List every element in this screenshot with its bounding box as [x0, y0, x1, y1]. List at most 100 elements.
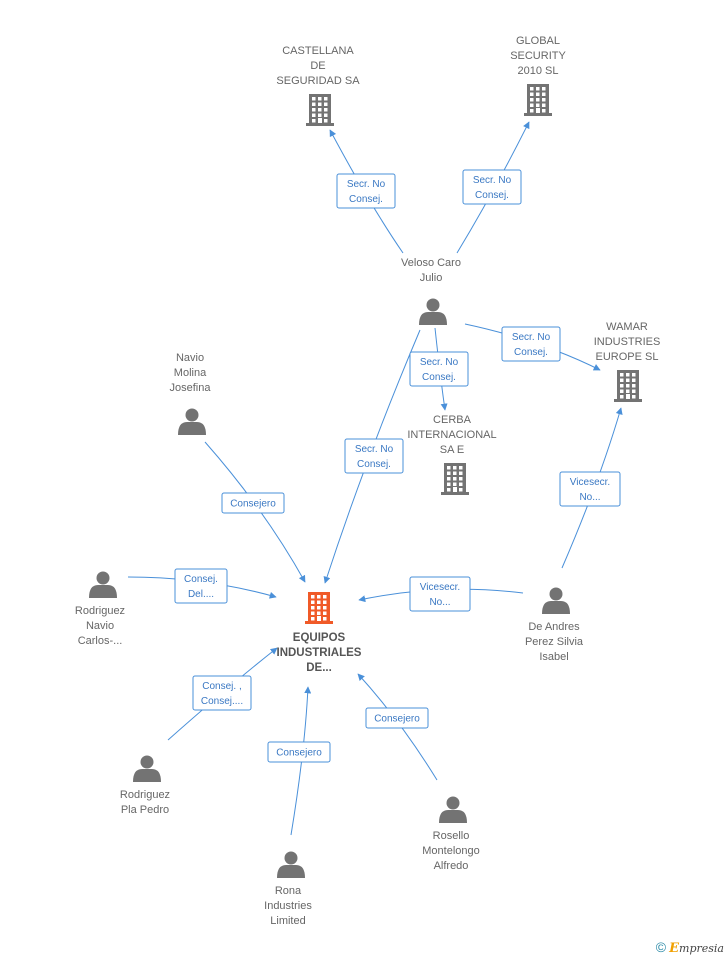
person-icon[interactable]	[419, 298, 447, 326]
person-icon[interactable]	[133, 755, 161, 783]
role-label-text: Consej. ,	[202, 681, 241, 692]
node-label: Veloso Caro	[401, 257, 461, 269]
node-label: Rodriguez	[120, 789, 170, 801]
person-icon[interactable]	[89, 571, 117, 599]
role-label-veloso-to-wamar[interactable]: Secr. No Consej.	[501, 326, 561, 362]
role-label-veloso-to-castellana[interactable]: Secr. No Consej.	[336, 173, 396, 209]
brand-logo: Empresia	[669, 941, 724, 956]
node-label: Rona	[275, 885, 302, 897]
node-cerba[interactable]: CERBA INTERNACIONAL SA E	[407, 414, 497, 495]
node-label: DE	[310, 60, 325, 72]
node-label: CASTELLANA	[282, 45, 354, 57]
role-label-text: No...	[429, 597, 450, 608]
role-label-rona-to-equipos[interactable]: Consejero	[267, 741, 331, 763]
role-label-veloso-to-global[interactable]: Secr. No Consej.	[462, 169, 522, 205]
node-label: GLOBAL	[516, 35, 560, 47]
role-label-deandres-to-equipos[interactable]: Vicesecr.No...	[409, 576, 471, 612]
role-label-box	[344, 438, 404, 474]
node-label: DE...	[306, 662, 332, 674]
node-label: EQUIPOS	[293, 632, 346, 644]
node-label: EUROPE SL	[596, 351, 659, 363]
role-label-navio-to-equipos[interactable]: Consejero	[221, 492, 285, 514]
role-label-veloso-to-equipos[interactable]: Secr. No Consej.	[344, 438, 404, 474]
role-label-deandres-to-wamar[interactable]: Vicesecr. No...	[559, 471, 621, 507]
node-label: Julio	[420, 272, 443, 284]
node-label: Industries	[264, 900, 312, 912]
node-label: Carlos-...	[78, 635, 123, 647]
role-label-text: Consejero	[374, 714, 420, 725]
role-label-box	[462, 169, 522, 205]
node-label: INDUSTRIALES	[277, 647, 362, 659]
role-label-text: Consej.	[514, 347, 548, 358]
person-icon[interactable]	[439, 796, 467, 824]
role-label-box	[192, 675, 252, 711]
node-label: Limited	[270, 915, 305, 927]
building-icon[interactable]	[524, 84, 552, 116]
person-icon[interactable]	[277, 851, 305, 879]
role-label-box	[174, 568, 228, 604]
node-label: 2010 SL	[518, 65, 559, 77]
role-label-box	[409, 576, 471, 612]
node-label: INTERNACIONAL	[407, 429, 496, 441]
node-label: Rosello	[433, 830, 470, 842]
role-label-rosello-to-equipos[interactable]: Consejero	[365, 707, 429, 729]
node-label: De Andres	[528, 621, 580, 633]
role-label-box	[267, 741, 331, 763]
role-label-text: Del....	[188, 589, 214, 600]
node-label: WAMAR	[606, 321, 648, 333]
role-label-text: No...	[579, 492, 600, 503]
node-label: SA E	[440, 444, 464, 456]
person-icon[interactable]	[542, 587, 570, 615]
role-label-box	[559, 471, 621, 507]
role-label-text: Consej.	[422, 372, 456, 383]
node-label: SECURITY	[510, 50, 566, 62]
role-label-text: Consej....	[201, 696, 243, 707]
node-label: Montelongo	[422, 845, 480, 857]
role-label-rodriguez_navio-to-equipos[interactable]: Consej. Del....	[174, 568, 228, 604]
node-label: INDUSTRIES	[594, 336, 661, 348]
node-label: Josefina	[170, 382, 212, 394]
role-label-text: Vicesecr.	[570, 477, 610, 488]
node-label: Rodriguez	[75, 605, 125, 617]
building-icon[interactable]	[614, 370, 642, 402]
node-equipos[interactable]: EQUIPOS INDUSTRIALES DE...	[277, 592, 362, 674]
person-icon[interactable]	[178, 408, 206, 436]
building-icon[interactable]	[305, 592, 333, 624]
role-label-text: Secr. No	[473, 175, 512, 186]
node-label: CERBA	[433, 414, 472, 426]
building-icon[interactable]	[441, 463, 469, 495]
node-global[interactable]: GLOBAL SECURITY 2010 SL	[510, 35, 566, 116]
node-wamar[interactable]: WAMAR INDUSTRIES EUROPE SL	[594, 321, 661, 402]
node-label: Isabel	[539, 651, 568, 663]
role-label-box	[221, 492, 285, 514]
node-label: Pla Pedro	[121, 804, 169, 816]
role-label-box	[501, 326, 561, 362]
empresia-footer: © Empresia	[656, 939, 724, 956]
node-rodriguez_navio[interactable]: RodriguezNavioCarlos-...	[75, 571, 125, 648]
role-label-box	[365, 707, 429, 729]
role-label-text: Consej.	[184, 574, 218, 585]
copyright-icon: ©	[655, 939, 667, 955]
role-label-text: Secr. No	[347, 179, 386, 190]
role-label-text: Consej.	[357, 459, 391, 470]
role-label-text: Secr. No	[355, 444, 394, 455]
role-label-text: Consejero	[276, 748, 322, 759]
role-label-text: Consej.	[349, 194, 383, 205]
role-label-box	[336, 173, 396, 209]
role-label-text: Secr. No	[512, 332, 551, 343]
building-icon[interactable]	[306, 94, 334, 126]
role-label-rodriguez_pla-to-equipos[interactable]: Consej. , Consej....	[192, 675, 252, 711]
node-label: Molina	[174, 367, 207, 379]
node-label: Perez Silvia	[525, 636, 584, 648]
node-label: Navio	[176, 352, 204, 364]
role-label-text: Consej.	[475, 190, 509, 201]
